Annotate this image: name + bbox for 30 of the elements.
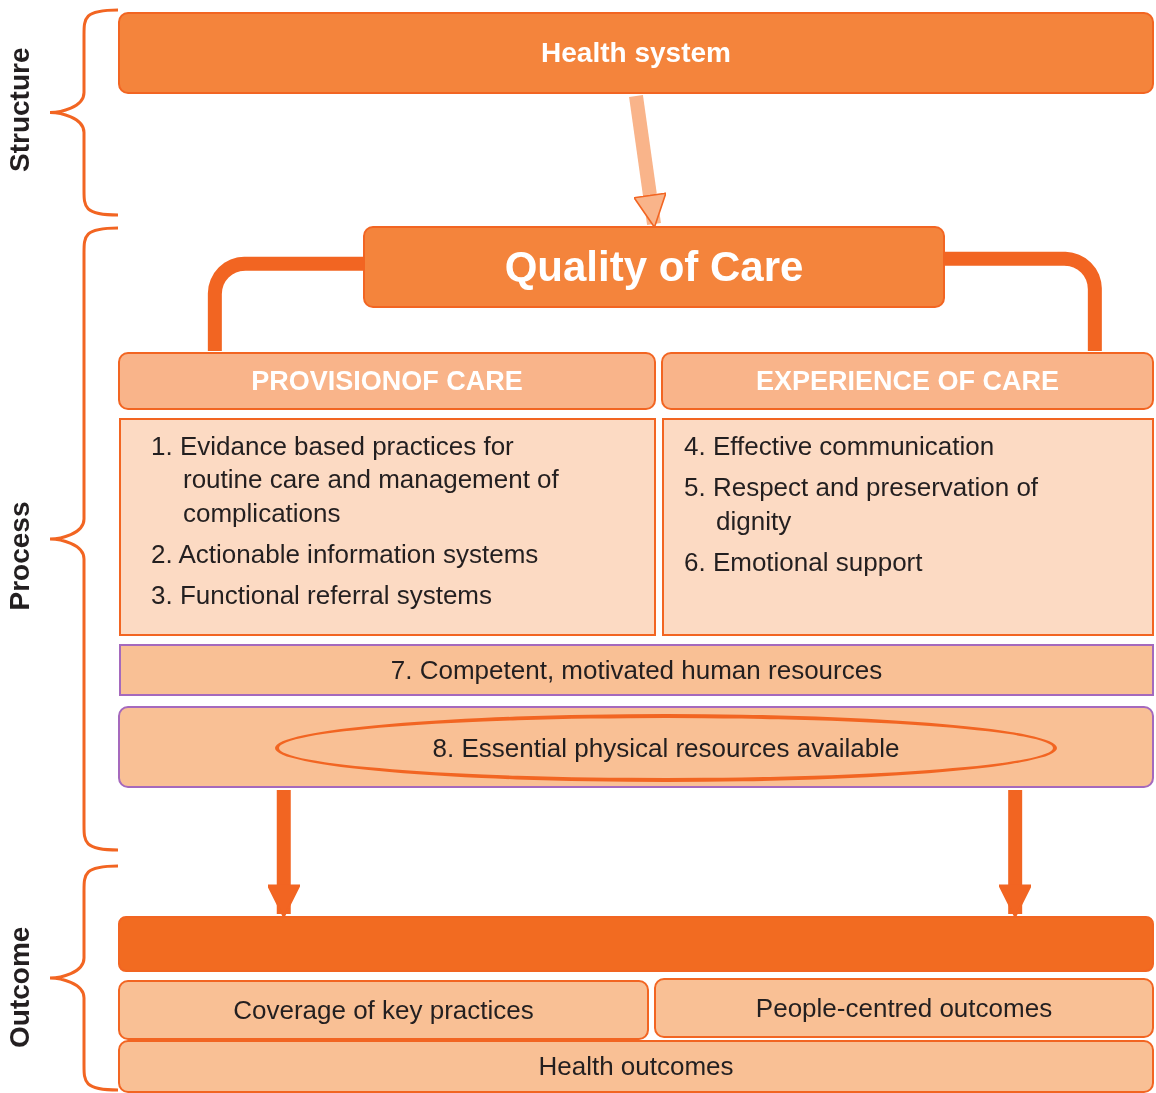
text-box — [118, 980, 649, 1040]
list-item: 5. Respect and preservation of dignity — [684, 471, 1040, 538]
heading: PROVISIONOF CARE — [251, 365, 523, 397]
heading: Quality of Care — [504, 243, 804, 291]
list-item: 4. Effective communication — [684, 430, 996, 463]
outcome-bar — [118, 916, 1154, 972]
text-box — [118, 1040, 1154, 1093]
list-box — [119, 418, 656, 636]
list-box — [662, 418, 1154, 636]
heading-box — [118, 12, 1154, 94]
text-box — [654, 978, 1154, 1038]
label: Health outcomes — [538, 1051, 734, 1082]
section-label: Process — [4, 500, 36, 613]
heading: EXPERIENCE OF CARE — [755, 365, 1060, 397]
heading: Health system — [541, 37, 731, 69]
label: 8. Essential physical resources available — [432, 732, 900, 764]
label: 7. Competent, motivated human resources — [390, 654, 883, 686]
list-item: 2. Actionable information systems — [151, 537, 540, 571]
label: People-centred outcomes — [755, 992, 1053, 1024]
list-item: 1. Evidance based practices for routine care and management of complications — [151, 430, 560, 530]
heading-box — [661, 352, 1154, 410]
ellipse-outline — [275, 714, 1057, 782]
list-item: 6. Emotional support — [684, 545, 924, 579]
heading-box — [363, 226, 945, 308]
section-label: Outcome — [4, 928, 36, 1048]
process-box — [118, 706, 1154, 788]
list-item: 3. Functional referral systems — [151, 579, 493, 613]
text-box — [119, 644, 1154, 696]
label: Coverage of key practices — [233, 994, 534, 1026]
heading-box — [118, 352, 656, 410]
